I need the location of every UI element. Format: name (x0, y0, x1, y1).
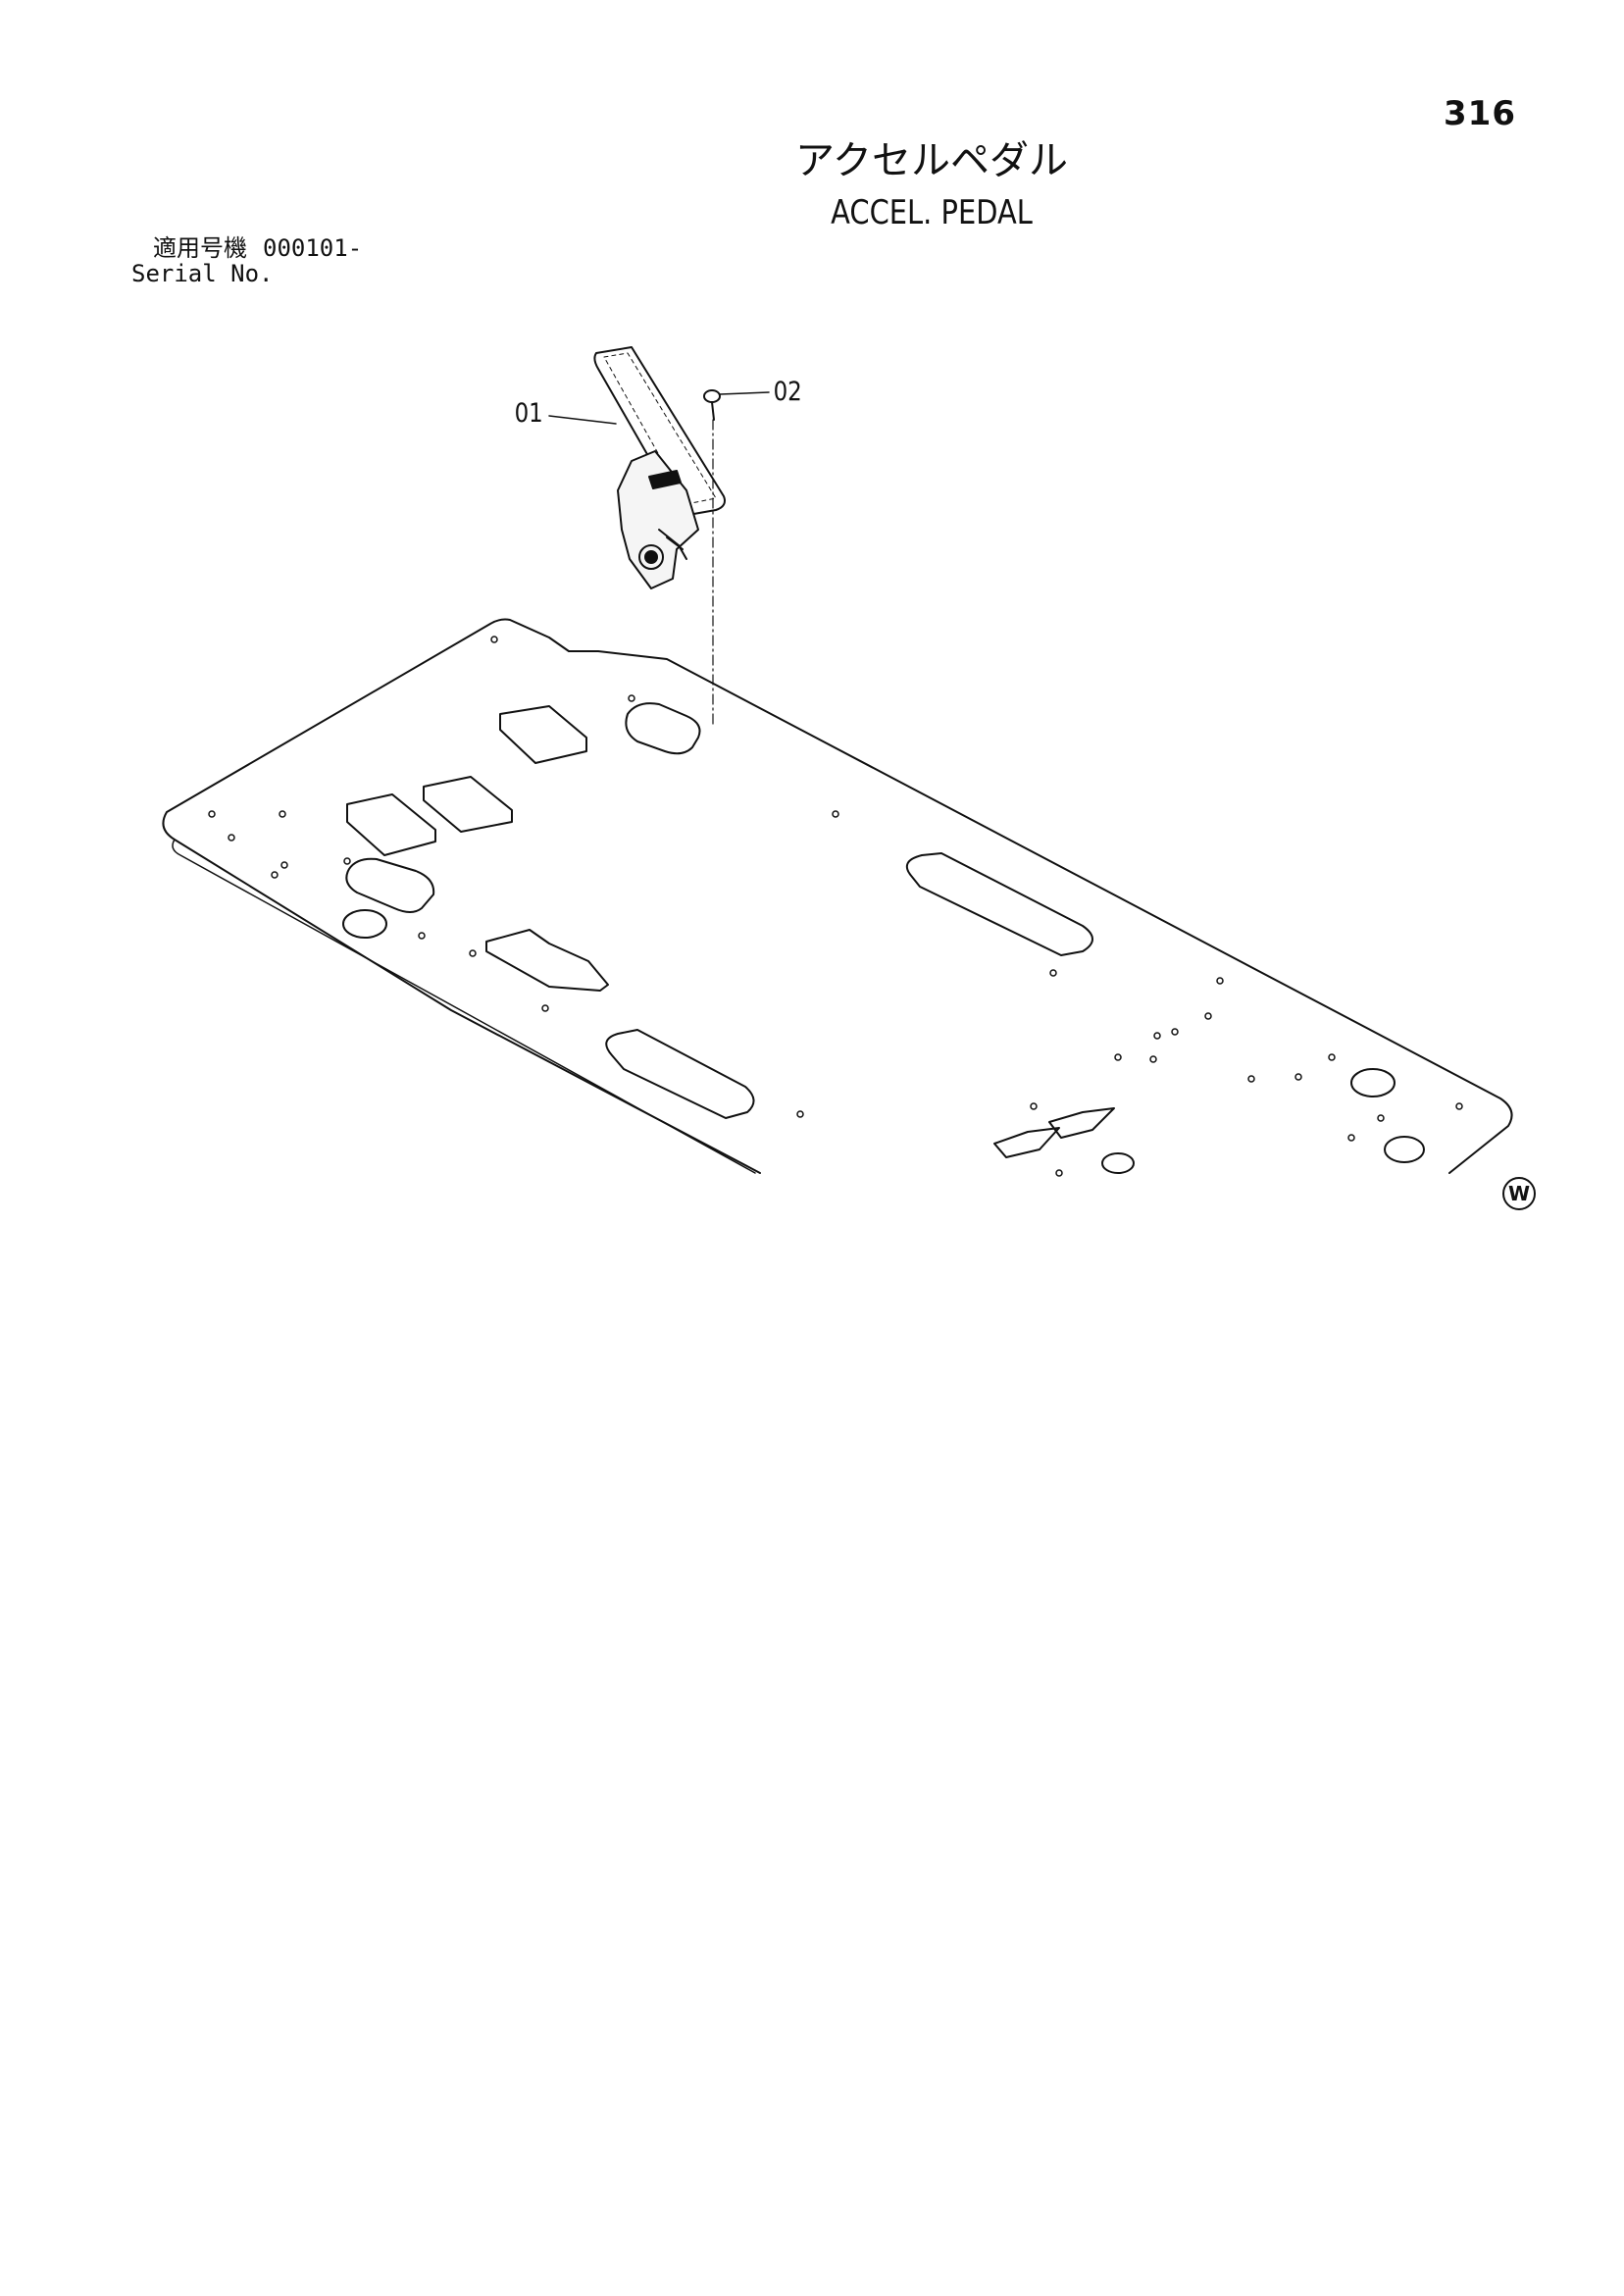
serial-block: 適用号機 000101- Serial No. (131, 235, 362, 286)
page-number: 316 (1444, 94, 1516, 133)
serial-label-japanese: 適用号機 (153, 234, 247, 262)
slot-left (605, 1029, 755, 1119)
title-block: アクセルペダル ACCEL. PEDAL (677, 137, 1187, 233)
pedal-hinge (648, 470, 682, 489)
bolt-holes (208, 636, 1463, 1177)
bolt (703, 389, 721, 421)
pedal-plate-tread (603, 352, 717, 505)
slot-small-right-2 (993, 1127, 1060, 1158)
cutout-square-2 (423, 776, 513, 833)
cutout-angled (485, 929, 609, 992)
pedal-plate (593, 346, 726, 517)
hole-large-left (342, 909, 387, 939)
callout-label-02: 02 (773, 377, 802, 407)
cutout-pedal-mount (625, 702, 701, 755)
pedal-spring (658, 529, 687, 560)
slot-center (905, 852, 1093, 956)
hole-large-bottom (1101, 1152, 1135, 1174)
accel-pedal (593, 346, 726, 589)
serial-row-jp: 適用号機 000101- (131, 235, 362, 261)
pedal-bracket (617, 450, 699, 589)
callout-leader-02 (719, 391, 770, 395)
callout-leader-01 (548, 415, 617, 425)
corner-mark: W (1502, 1177, 1536, 1210)
cutout-square-1 (499, 705, 587, 764)
cutout-square-3 (346, 793, 436, 856)
title-english: ACCEL. PEDAL (831, 193, 1033, 232)
slot-small-right-1 (1048, 1107, 1115, 1139)
hole-large-right-2 (1384, 1136, 1425, 1163)
callout-label-01: 01 (514, 398, 543, 429)
cutout-round-left (345, 857, 435, 913)
title-japanese: アクセルペダル (795, 138, 1068, 183)
floor-plate-edge (172, 839, 756, 1174)
serial-label-english: Serial No. (131, 260, 274, 287)
hole-large-right-1 (1350, 1068, 1396, 1097)
serial-value: 000101- (263, 234, 363, 262)
